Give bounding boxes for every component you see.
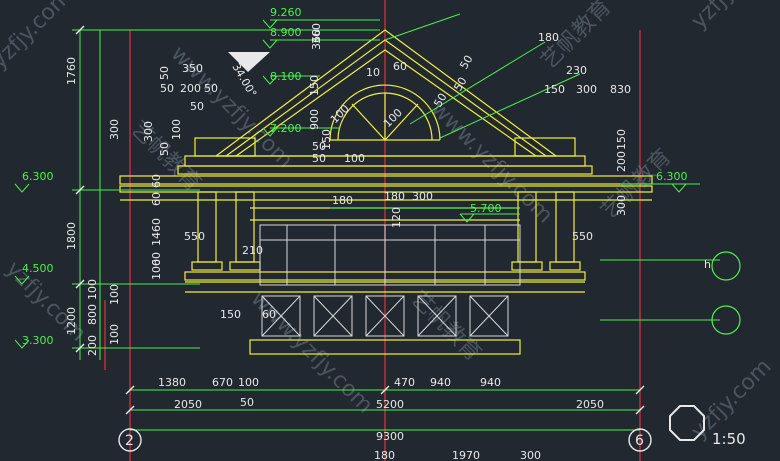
dim-bottom: 5200 <box>376 398 404 411</box>
elevation-floor-2-right: 6.300 <box>656 170 688 183</box>
dim-top: 50 <box>312 140 326 153</box>
dim-left: 1800 <box>65 222 78 250</box>
axis-label-right: 6 <box>635 433 644 449</box>
dim-bottom: 50 <box>240 396 254 409</box>
dim-bottom: 180 <box>374 449 395 461</box>
dim-right: 150 <box>615 129 628 150</box>
section-h-label: h <box>704 258 711 271</box>
elevation-window-head: 5.700 <box>470 202 502 215</box>
watermark: yzfjy.com <box>687 0 777 34</box>
dim-top: 50 <box>431 91 449 110</box>
dim-bottom: 670 <box>212 376 233 389</box>
dim-top: 350 <box>182 62 203 75</box>
slope-marker-icon <box>228 52 270 72</box>
watermark: www.yzfjy.com <box>246 287 378 419</box>
axis-bubble-left <box>118 428 142 452</box>
dim-mid: 60 <box>262 308 276 321</box>
mid-dimensions: 180 180 300 120 550 210 150 60 <box>184 190 433 321</box>
elevation-markers <box>14 19 687 349</box>
dim-right: 550 <box>572 230 593 243</box>
dim-top: 50 <box>190 100 204 113</box>
elevation-floor-1: 4.500 <box>22 262 54 275</box>
section-bubble <box>711 305 741 335</box>
dim-top: 50 <box>204 82 218 95</box>
dim-left: 100 <box>108 284 121 305</box>
dim-mid: 150 <box>220 308 241 321</box>
dim-bottom: 940 <box>480 376 501 389</box>
top-dimensions: 350 50 200 50 50 50 50 300 100 900 150 1… <box>142 23 476 165</box>
scale-label: 1:50 <box>712 430 746 448</box>
axis-label-left: 2 <box>125 433 134 449</box>
dim-top: 50 <box>451 75 469 94</box>
dim-left: 60 <box>150 192 163 206</box>
dim-mid: 210 <box>242 244 263 257</box>
dim-mid: 120 <box>390 207 403 228</box>
elevation-roof-top: 9.260 <box>270 6 302 19</box>
dim-top: 10 <box>366 66 380 79</box>
dim-right: 180 <box>538 31 559 44</box>
dim-right: 150 <box>544 83 565 96</box>
dim-mid: 300 <box>412 190 433 203</box>
dim-bottom: 2050 <box>174 398 202 411</box>
dim-top: 360 <box>310 23 323 44</box>
dim-bottom: 9300 <box>376 430 404 443</box>
dim-top: 150 <box>320 129 333 150</box>
right-dimensions: 150 300 830 150 200 300 550 230 180 100 <box>381 31 631 243</box>
dim-right: 300 <box>615 195 628 216</box>
dim-top: 150 <box>308 75 321 96</box>
dim-top: 50 <box>312 152 326 165</box>
dim-bottom: 940 <box>430 376 451 389</box>
tick-marks <box>75 25 645 415</box>
dim-mid: 180 <box>332 194 353 207</box>
dim-bottom: 2050 <box>576 398 604 411</box>
elevation-roof: 8.900 <box>270 26 302 39</box>
dim-top: 60 <box>393 60 407 73</box>
bottom-dimensions: 1380 670 100 470 940 940 2050 50 5200 20… <box>158 376 604 461</box>
dim-bottom: 1970 <box>452 449 480 461</box>
dim-left: 300 <box>108 119 121 140</box>
dim-bottom: 470 <box>394 376 415 389</box>
dim-right: 230 <box>566 64 587 77</box>
dim-right: 300 <box>576 83 597 96</box>
dim-left: 1460 <box>150 218 163 246</box>
dim-bottom: 300 <box>520 449 541 461</box>
elevation-base: 3.300 <box>22 334 54 347</box>
dim-mid: 180 <box>384 190 405 203</box>
elevation-lower-roof: 7.200 <box>270 122 302 135</box>
dim-top: 100 <box>344 152 365 165</box>
dim-left: 100 <box>86 279 99 300</box>
axis-bubble-right <box>628 428 652 452</box>
watermark-layer: 艺帆教育 www.yzfjy.com 艺帆教育 www.yzfjy.com yz… <box>0 0 777 444</box>
dim-right: 200 <box>615 151 628 172</box>
dim-left: 100 <box>150 259 163 280</box>
octagon-icon <box>669 405 705 441</box>
elevation-floor-2-left: 6.300 <box>22 170 54 183</box>
dim-top: 300 <box>142 121 155 142</box>
dim-top: 50 <box>457 53 475 72</box>
dim-left: 1760 <box>65 57 78 85</box>
window-grid <box>259 224 521 337</box>
section-bubble <box>711 251 741 281</box>
dim-top: 50 <box>158 66 171 80</box>
dim-top: 50 <box>160 82 174 95</box>
dim-top: 200 <box>180 82 201 95</box>
dim-top: 100 <box>328 102 352 126</box>
dim-left: 60 <box>150 252 163 266</box>
dim-left: 60 <box>150 174 163 188</box>
dim-left: 200 <box>86 335 99 356</box>
left-dimensions: 1760 300 1800 1200 60 60 1460 100 60 100… <box>65 57 163 356</box>
dim-bottom: 1380 <box>158 376 186 389</box>
dim-top: 360 <box>310 29 323 50</box>
dim-top: 100 <box>170 119 183 140</box>
elevation-gable: 8.100 <box>270 70 302 83</box>
dim-left: 800 <box>86 304 99 325</box>
dim-left: 100 <box>108 324 121 345</box>
dim-left: 1200 <box>65 307 78 335</box>
dim-top: 900 <box>308 109 321 130</box>
dim-top: 50 <box>158 142 171 156</box>
dim-right: 830 <box>610 83 631 96</box>
dim-bottom: 100 <box>238 376 259 389</box>
dim-mid: 550 <box>184 230 205 243</box>
